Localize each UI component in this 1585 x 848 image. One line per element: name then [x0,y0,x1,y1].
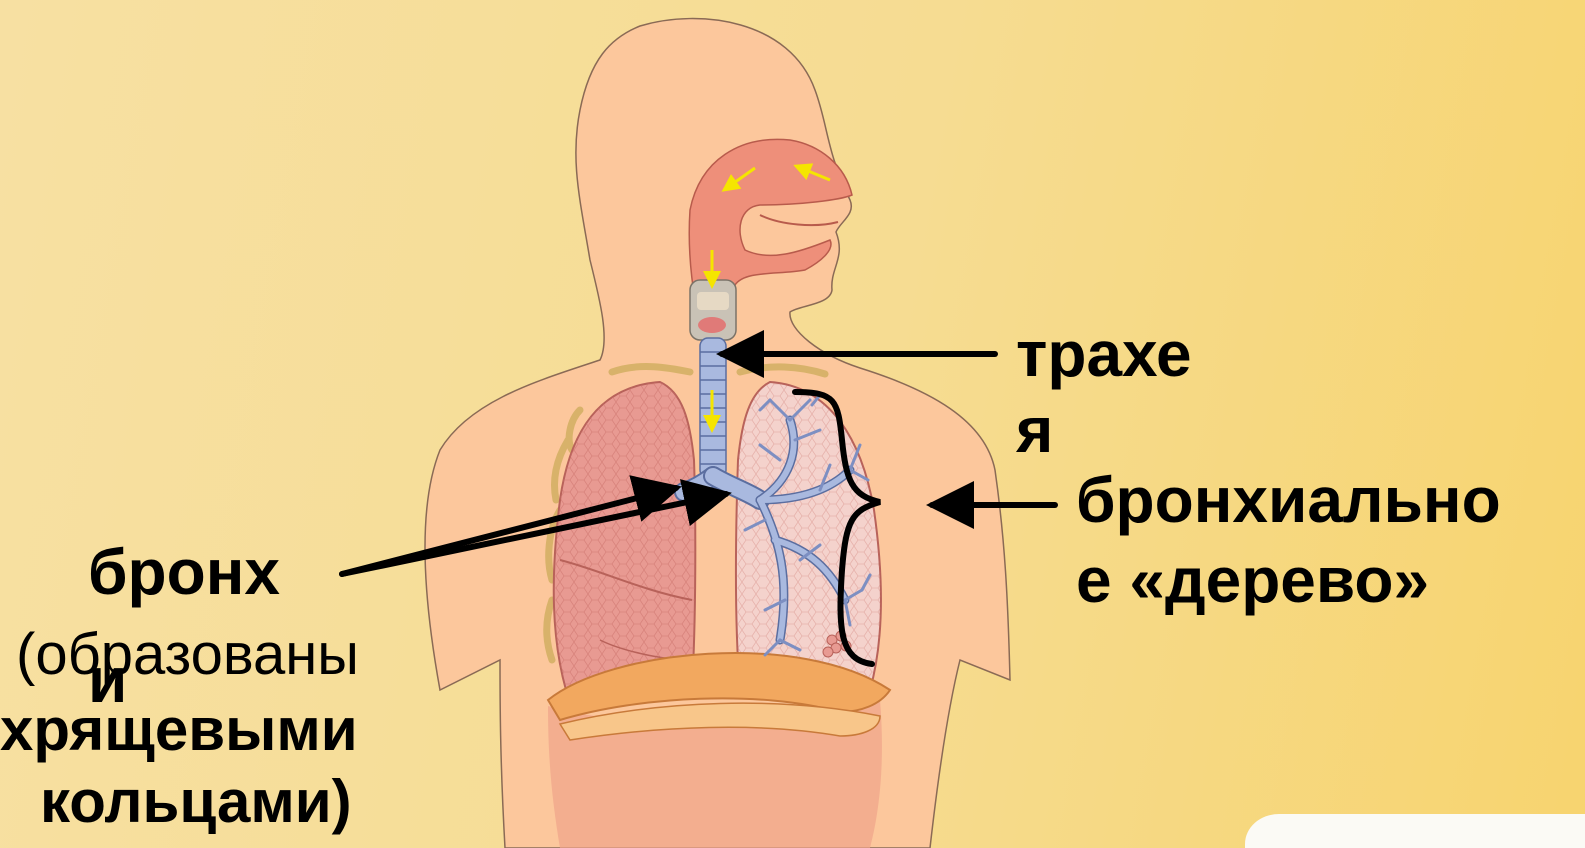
bronchial-tree-label-line2: е «дерево» [1076,548,1429,612]
corner-decoration [1245,814,1585,848]
bronchial-tree-label-line1: бронхиально [1076,468,1501,532]
trachea-label-line1: трахе [1016,322,1192,386]
trachea-label-line2: я [1016,398,1053,462]
bronchi-note-line3: кольцами) [40,772,352,832]
bronchi-note-line2: хрящевыми [0,700,358,760]
larynx [690,280,736,340]
bronchi-note-line1: (образованы [16,626,359,684]
bronchi-label-line1: бронх [88,540,280,604]
